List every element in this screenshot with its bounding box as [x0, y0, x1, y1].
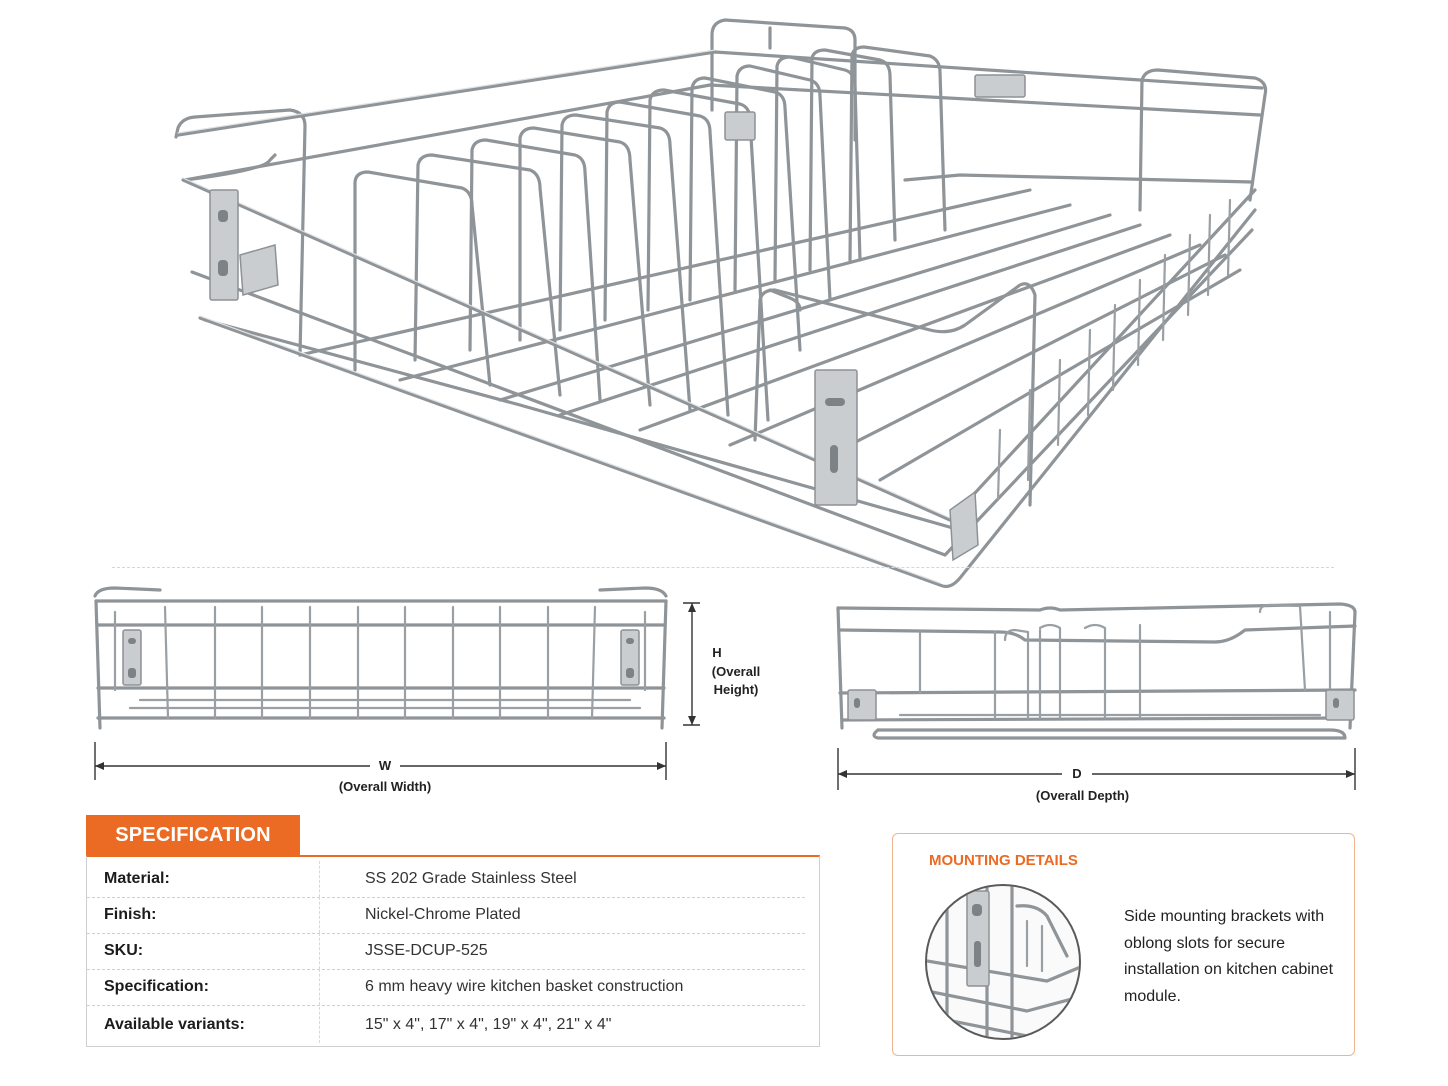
depth-caption: (Overall Depth) — [1035, 788, 1130, 803]
mounting-details-description: Side mounting brackets with oblong slots… — [1124, 908, 1334, 1005]
spec-label: Finish: — [104, 906, 157, 923]
spec-value: 6 mm heavy wire kitchen basket construct… — [365, 978, 684, 995]
mounting-details-card: MOUNTING DETAILS Side mounting brackets … — [892, 833, 1355, 1056]
height-caption-line2: Height) — [713, 682, 759, 697]
spec-value: JSSE-DCUP-525 — [365, 942, 488, 959]
depth-letter: D — [1062, 765, 1092, 783]
spec-divider — [319, 861, 321, 897]
specification-heading: SPECIFICATION — [86, 815, 300, 856]
spec-label: Material: — [104, 870, 170, 887]
spec-label: SKU: — [104, 942, 144, 959]
spec-value: Nickel-Chrome Plated — [365, 906, 521, 923]
spec-divider — [319, 1007, 321, 1043]
mounting-details-heading: MOUNTING DETAILS — [929, 852, 1078, 869]
height-caption-line1: (Overall — [711, 664, 761, 679]
spec-divider — [319, 897, 321, 933]
spec-row-material: Material: SS 202 Grade Stainless Steel — [87, 861, 805, 898]
mounting-bracket-closeup — [925, 884, 1081, 1040]
section-divider — [112, 567, 1334, 568]
width-caption: (Overall Width) — [338, 779, 432, 794]
width-letter: W — [370, 757, 400, 775]
basket-perspective-illustration — [174, 18, 1268, 589]
spec-divider — [319, 933, 321, 969]
spec-value: 15" x 4", 17" x 4", 19" x 4", 21" x 4" — [365, 1016, 612, 1033]
spec-label: Specification: — [104, 978, 209, 995]
spec-row-sku: SKU: JSSE-DCUP-525 — [87, 933, 805, 970]
spec-row-specification: Specification: 6 mm heavy wire kitchen b… — [87, 969, 805, 1006]
spec-divider — [319, 969, 321, 1005]
height-letter: H — [712, 645, 722, 660]
spec-row-variants: Available variants: 15" x 4", 17" x 4", … — [87, 1007, 805, 1043]
spec-label: Available variants: — [104, 1016, 245, 1033]
spec-value: SS 202 Grade Stainless Steel — [365, 870, 577, 887]
bracket-closeup-illustration — [927, 886, 1079, 1038]
spec-row-finish: Finish: Nickel-Chrome Plated — [87, 897, 805, 934]
specification-table: Material: SS 202 Grade Stainless Steel F… — [86, 855, 820, 1047]
